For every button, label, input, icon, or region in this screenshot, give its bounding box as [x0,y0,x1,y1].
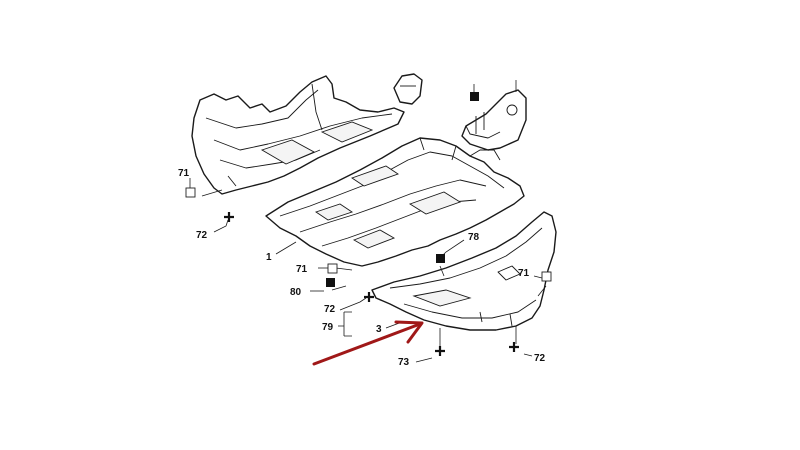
solid-square-symbol [326,278,335,287]
reference-symbols [185,92,552,356]
leader-lines [189,80,547,363]
plus-fastener-symbol [509,342,519,352]
callout-1: 1 [266,252,272,263]
callout-79: 79 [322,322,334,333]
plus-fastener-symbol [224,212,234,222]
front-lower-shield [371,211,557,331]
upper-bracket-fragment [393,73,423,105]
callout-71-mid: 71 [296,264,308,275]
solid-square-symbol [470,92,479,101]
open-square-symbol [541,271,552,282]
solid-square-symbol [436,254,445,263]
callout-73: 73 [398,357,410,368]
callout-71-left: 71 [178,168,190,179]
callout-72-left: 72 [196,230,208,241]
red-pointer-arrow [312,320,424,366]
open-square-symbol [185,187,196,198]
callout-72-mid: 72 [324,304,336,315]
callout-labels: 71 72 1 71 80 72 79 78 3 73 71 72 [178,168,546,368]
plus-fastener-symbol [364,292,374,302]
callout-3: 3 [376,324,382,335]
main-undertray [265,137,525,267]
callout-72-right: 72 [534,353,546,364]
callout-71-right: 71 [518,268,530,279]
mounting-bracket [461,89,527,151]
callout-78: 78 [468,232,480,243]
callout-80: 80 [290,287,302,298]
open-square-symbol [327,263,338,274]
plus-fastener-symbol [435,346,445,356]
